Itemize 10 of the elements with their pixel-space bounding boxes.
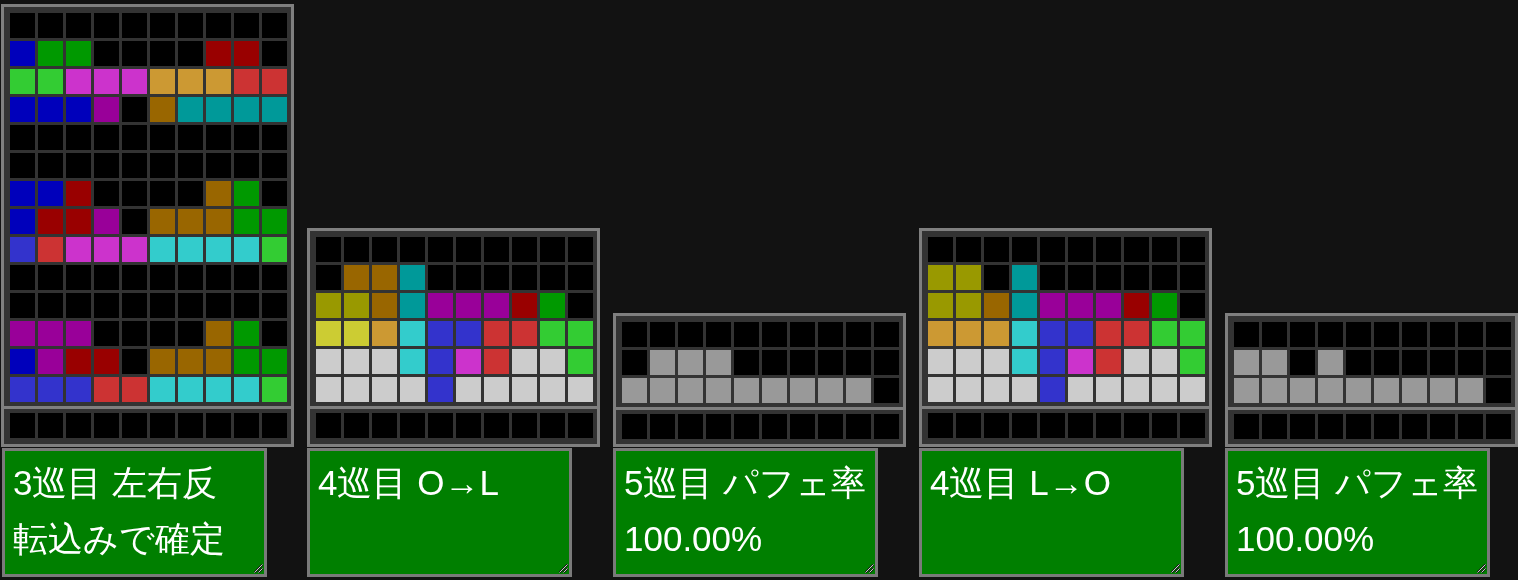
memo-text: 3巡目 左右反転込みで確定 xyxy=(13,462,226,560)
memo-box xyxy=(2,448,267,577)
memo-box xyxy=(919,448,1184,577)
memo-box xyxy=(1225,448,1490,577)
memo-text: 5巡目 パフェ率 100.00% xyxy=(1236,462,1480,560)
memo-box xyxy=(307,448,572,577)
memo-text: 5巡目 パフェ率 100.00% xyxy=(624,462,868,560)
memo-box xyxy=(613,448,878,577)
memo-text: 4巡目 L→O xyxy=(930,462,1112,504)
memo-text: 4巡目 O→L xyxy=(318,462,500,504)
